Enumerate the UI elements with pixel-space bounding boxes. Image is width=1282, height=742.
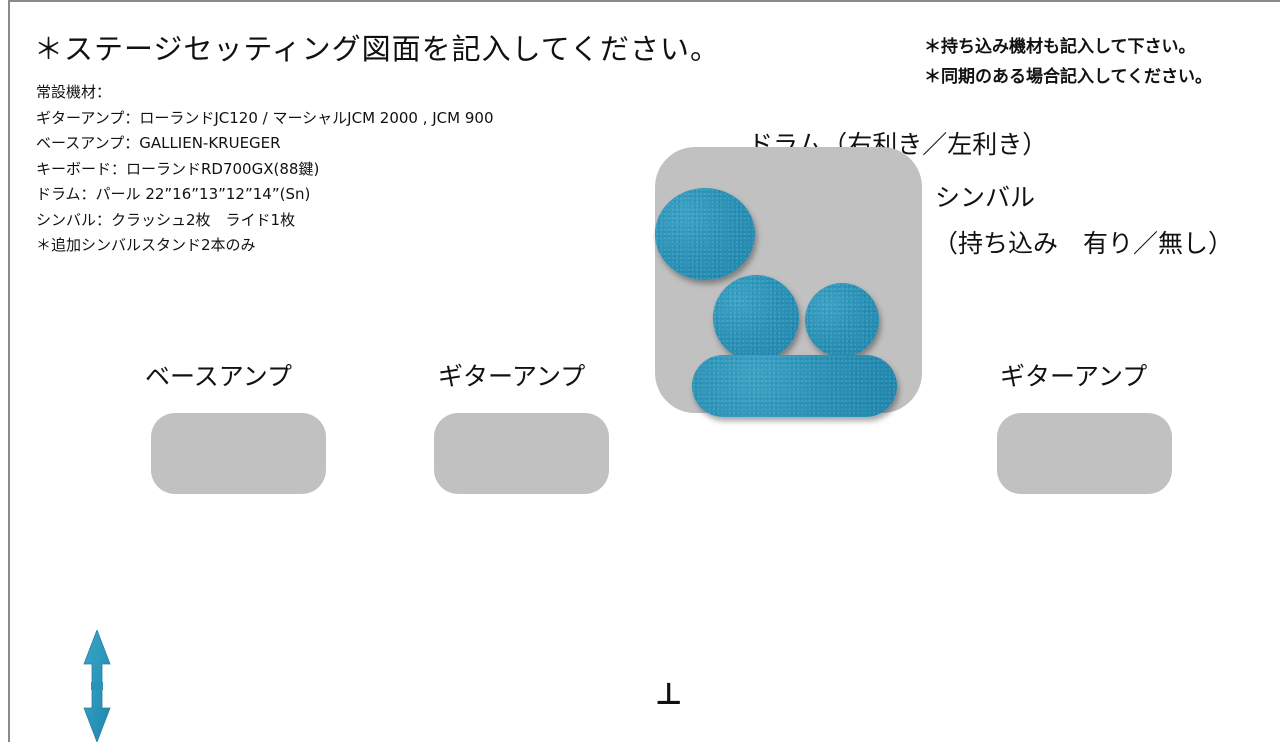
bass-amp-box xyxy=(151,413,326,494)
equipment-item: ベースアンプ：GALLIEN-KRUEGER xyxy=(36,134,281,152)
equipment-list: 常設機材： ギターアンプ：ローランドJC120 / マーシャルJCM 2000 … xyxy=(36,80,494,259)
equipment-item: シンバル：クラッシュ2枚 ライド1枚 xyxy=(36,210,296,229)
page-frame xyxy=(8,0,1280,742)
tom-pad-left xyxy=(713,275,799,361)
equipment-item: ＊追加シンバルスタンド2本のみ xyxy=(36,236,256,254)
guitar-amp-left-box xyxy=(434,413,609,494)
guitar-amp-right-box xyxy=(997,413,1172,494)
tom-pad-right xyxy=(805,283,879,357)
note-sync: ＊同期のある場合記入してください。 xyxy=(924,67,1212,87)
equipment-heading: 常設機材： xyxy=(36,83,112,101)
guitar-amp-left-label: ギターアンプ xyxy=(438,362,586,391)
equipment-item: ギターアンプ：ローランドJC120 / マーシャルJCM 2000 , JCM … xyxy=(36,108,494,127)
page-title: ＊ステージセッティング図面を記入してください。 xyxy=(34,32,720,66)
cymbal-pad xyxy=(655,188,755,280)
mic-symbol: ⊥ xyxy=(655,677,683,712)
bass-amp-label: ベースアンプ xyxy=(145,362,293,391)
header-notes: ＊持ち込み機材も記入して下さい。 ＊同期のある場合記入してください。 xyxy=(924,32,1274,92)
equipment-item: キーボード：ローランドRD700GX(88鍵) xyxy=(36,159,320,178)
equipment-item: ドラム：パール 22”16”13”12”14”(Sn) xyxy=(36,185,311,203)
mic-stand-icon: ⊥ xyxy=(655,677,682,713)
double-arrow-icon xyxy=(83,630,111,742)
guitar-amp-right-label: ギターアンプ xyxy=(1000,362,1148,391)
note-bring-in: ＊持ち込み機材も記入して下さい。 xyxy=(924,37,1196,57)
bass-drum-pad xyxy=(692,355,897,417)
cymbal-option-label: （持ち込み 有り／無し） xyxy=(933,229,1234,258)
cymbal-label: シンバル xyxy=(935,183,1036,212)
